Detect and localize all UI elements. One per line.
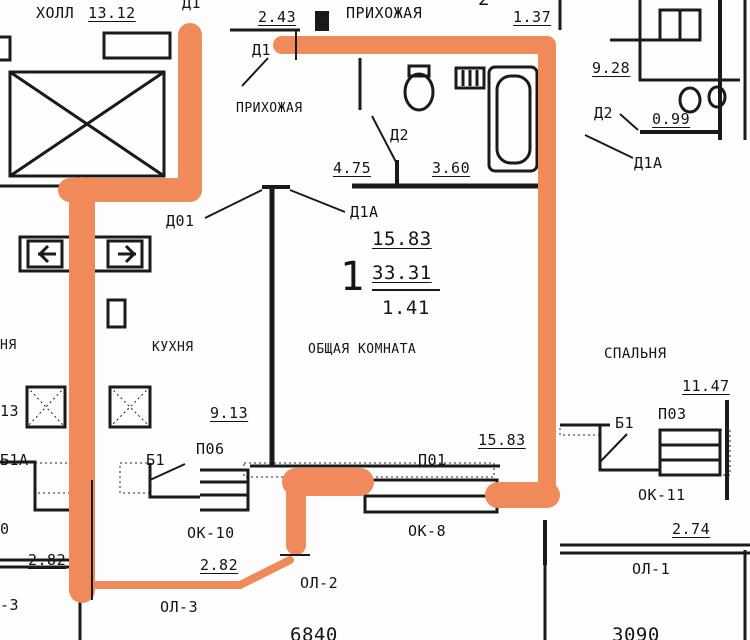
total-area: 33.31 [372,262,432,284]
area-4-75: 4.75 [333,159,372,177]
window-ok11: ОК-11 [638,486,686,504]
dim-6840: 6840 [290,624,338,640]
hatch-lines [26,386,731,494]
area-2-82-left: 2.82 [28,551,67,569]
panel-p03: П03 [658,405,687,423]
top-hallway-label: ПРИХОЖАЯ [346,4,423,22]
highlight-outlines [91,11,329,600]
door-d01: Д01 [166,212,195,230]
door-d1-top-partial: Д1 [182,0,202,12]
balcony-b1-right: Б1 [615,414,635,432]
area-3-60: 3.60 [432,159,471,177]
area-2-82-mid: 2.82 [200,556,239,574]
panel-p01: П01 [418,451,447,469]
dim-3090: 3090 [612,624,660,640]
area-13-left: 13 [0,402,20,420]
door-d1a-mid: Д1А [350,203,379,221]
balcony-b1-left: Б1 [146,451,166,469]
area-2-43: 2.43 [258,8,297,26]
area-9-28: 9.28 [592,59,631,77]
left-room-partial: НЯ [0,338,17,353]
hall-area: 13.12 [88,4,136,22]
rooms-count: 1 [340,254,365,300]
window-ok10: ОК-10 [187,524,235,542]
hall-label: ХОЛЛ [36,4,75,22]
living-room-label: ОБЩАЯ КОМНАТА [308,342,417,357]
door-d2-right: Д2 [594,104,614,122]
bedroom-label: СПАЛЬНЯ [604,346,667,362]
area-15-83: 15.83 [478,431,526,449]
balcony-ol3-left: -3 [0,596,20,614]
area-0-99: 0.99 [652,110,691,128]
panel-p06: П06 [196,440,225,458]
living-area: 15.83 [372,228,432,250]
door-d2-bath: Д2 [390,126,410,144]
top-hallway-area: 1.37 [513,8,552,26]
dim-2-top: 2 [478,0,490,10]
highlight-walls [58,23,560,603]
kitchen-label: КУХНЯ [152,340,194,355]
door-d1: Д1 [252,41,272,59]
balcony-ol1: ОЛ-1 [632,560,671,578]
window-ok8: ОК-8 [408,522,447,540]
area-11-47: 11.47 [682,377,730,395]
zero-left: 0 [0,520,10,538]
balcony-area: 1.41 [382,297,430,319]
area-2-74: 2.74 [672,520,711,538]
door-d1a-right: Д1А [634,154,663,172]
balcony-ol3: ОЛ-3 [160,598,199,616]
balcony-b1a-left: Б1А [0,451,29,469]
hallway-label: ПРИХОЖАЯ [236,101,303,116]
balcony-ol2: ОЛ-2 [300,574,339,592]
area-9-13: 9.13 [210,404,249,422]
